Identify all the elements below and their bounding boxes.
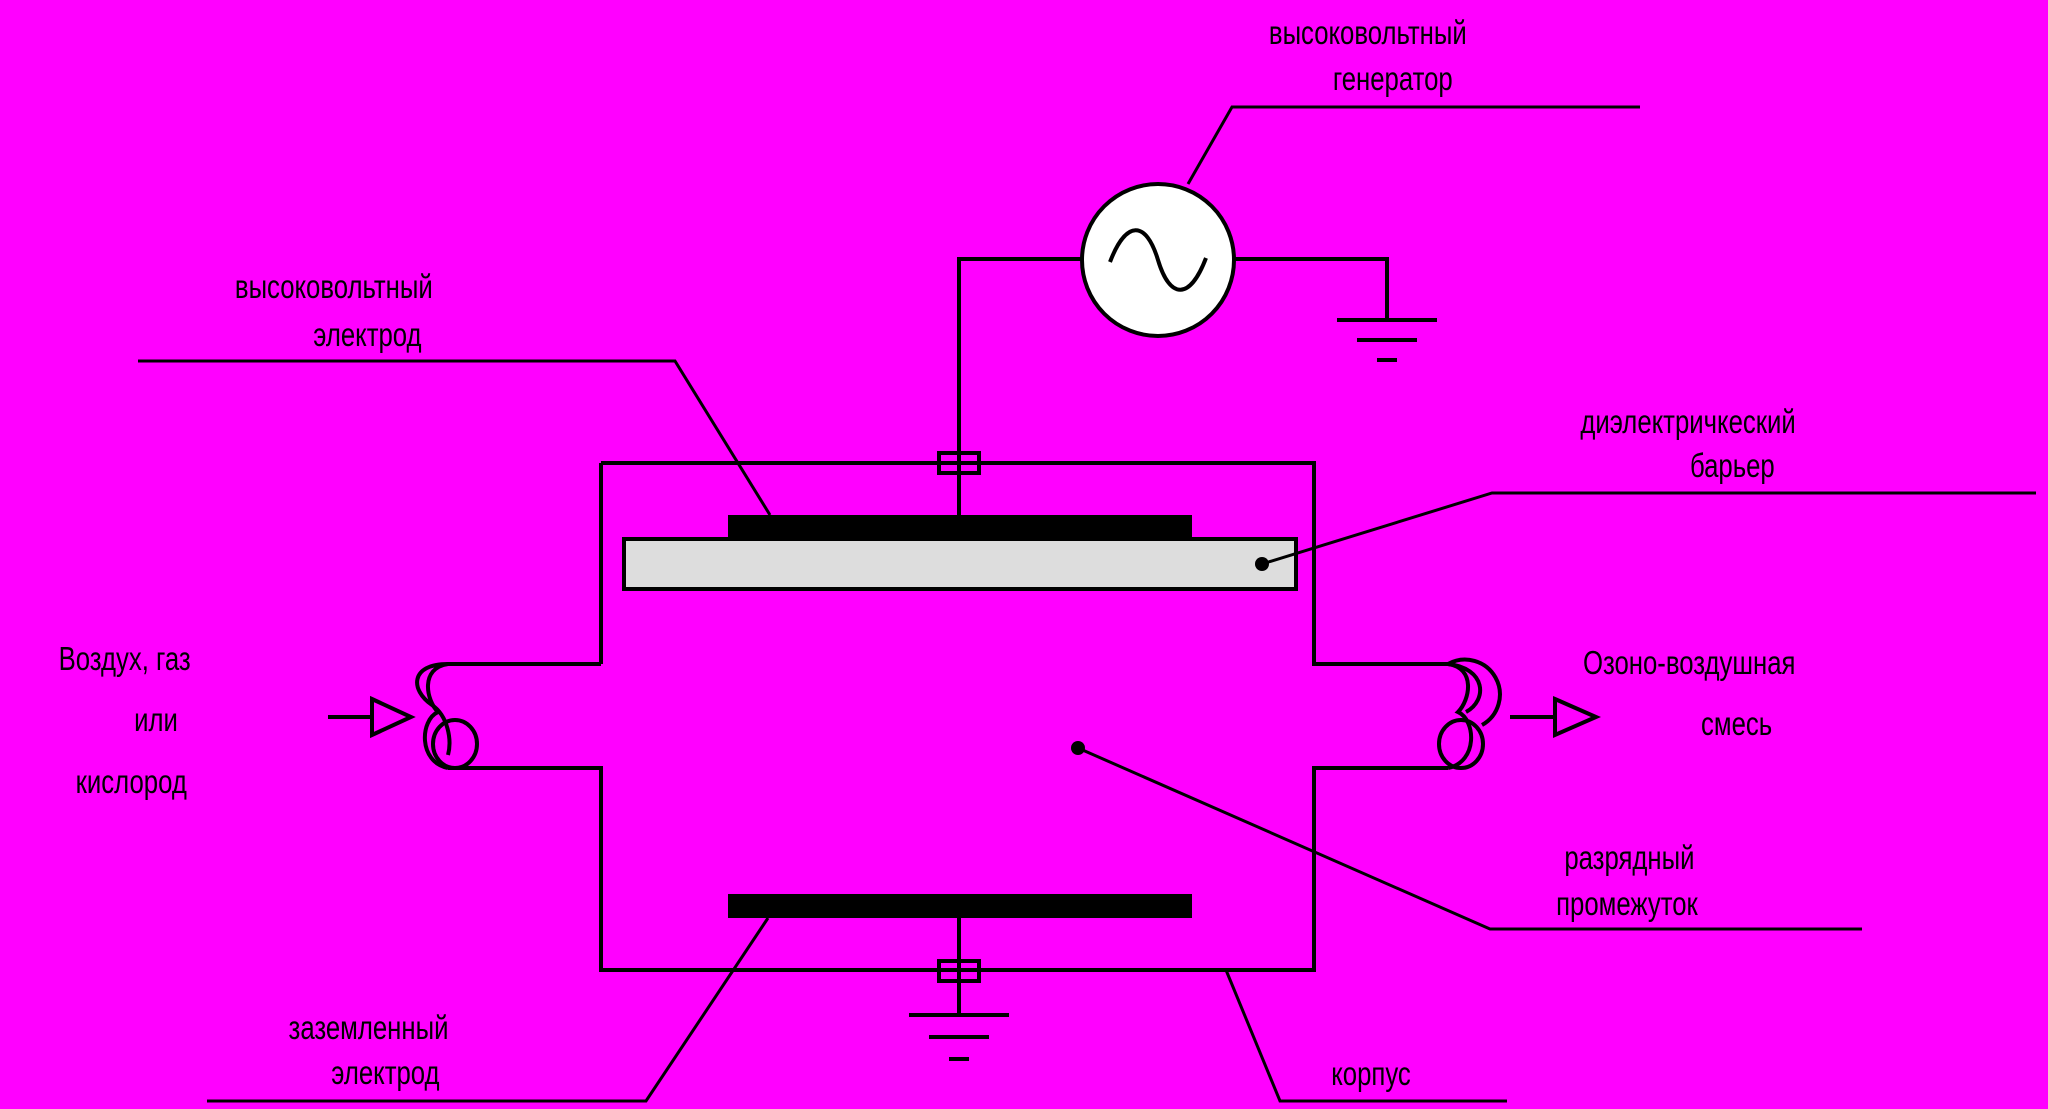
outlet-loop: [1437, 718, 1485, 770]
label-ground-electrode-1: заземленный: [289, 1010, 449, 1047]
generator-ground-icon: [1337, 318, 1437, 362]
label-hv-generator-2: генератор: [1333, 61, 1453, 98]
label-hv-electrode-1: высоковольтный: [235, 269, 433, 306]
label-dielectric-2: барьер: [1690, 448, 1775, 485]
label-housing: корпус: [1331, 1056, 1411, 1093]
hv-electrode: [728, 515, 1192, 539]
leader-ground-electrode: [207, 917, 770, 1103]
label-dielectric-1: диэлектричкеский: [1580, 404, 1795, 441]
leader-hv-electrode: [138, 359, 772, 516]
outlet-pipe: [1314, 662, 1485, 770]
label-outlet-2: смесь: [1701, 706, 1772, 743]
inlet-pipe: [415, 662, 601, 770]
electrode-ground-icon: [909, 1013, 1009, 1061]
label-ground-electrode-2: электрод: [331, 1055, 439, 1092]
label-discharge-gap-1: разрядный: [1564, 840, 1694, 877]
hv-wire: [957, 257, 1082, 515]
outlet-flow-arrow-icon: [1510, 695, 1601, 739]
label-inlet-3: кислород: [76, 764, 187, 801]
ac-source-icon: [1080, 182, 1236, 338]
discharge-gap-pointer-dot: [1071, 741, 1085, 755]
dielectric-pointer-dot: [1255, 557, 1269, 571]
leader-discharge-gap: [1077, 746, 1862, 931]
labels: высоковольтный генератор высоковольтный …: [59, 15, 1796, 1093]
label-outlet-1: Озоно-воздушная: [1583, 645, 1795, 682]
label-hv-electrode-2: электрод: [313, 317, 421, 354]
inlet-flow-arrow-icon: [328, 695, 416, 739]
ground-electrode: [728, 894, 1192, 918]
label-discharge-gap-2: промежуток: [1556, 886, 1699, 923]
leader-lines: [138, 105, 2036, 1103]
leader-hv-generator: [1186, 105, 1640, 185]
dielectric-barrier: [622, 537, 1298, 591]
wiring: [957, 257, 1389, 1015]
leader-dielectric: [1261, 491, 2036, 566]
inlet-loop: [431, 718, 479, 770]
label-inlet-2: или: [134, 702, 178, 739]
leader-housing: [1224, 969, 1507, 1103]
label-inlet-1: Воздух, газ: [59, 641, 191, 678]
label-hv-generator-1: высоковольтный: [1269, 15, 1467, 52]
generator-ground-wire: [1235, 257, 1389, 320]
